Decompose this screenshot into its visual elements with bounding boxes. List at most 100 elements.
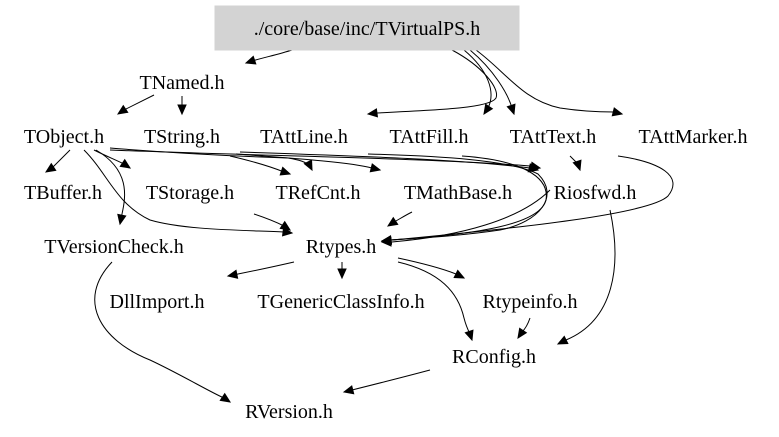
edge-tstorage-to-rtypes xyxy=(253,213,285,227)
edge-root-to-tattfill xyxy=(463,49,492,109)
edge-tail-root-to-tattfill xyxy=(487,106,490,109)
edge-tail-rtypes-to-rconfig xyxy=(468,331,471,335)
node-tatttext[interactable]: TAttText.h xyxy=(510,126,596,148)
node-label-tobject: TObject.h xyxy=(24,126,104,148)
edge-tobject-to-tbuffer xyxy=(51,149,71,169)
node-trefcnt[interactable]: TRefCnt.h xyxy=(276,182,361,204)
node-rversion[interactable]: RVersion.h xyxy=(245,401,333,423)
arrowhead-root-to-tattfill xyxy=(483,103,494,116)
node-rconfig[interactable]: RConfig.h xyxy=(452,346,536,368)
node-label-tgenericclassinfo: TGenericClassInfo.h xyxy=(257,291,424,313)
arrowhead-riosfwd-to-rconfig xyxy=(556,335,569,345)
node-tnamed[interactable]: TNamed.h xyxy=(140,72,225,94)
edge-riosfwd-to-rtypes xyxy=(391,189,551,243)
node-label-rtypeinfo: Rtypeinfo.h xyxy=(483,291,578,313)
edge-rtypes-to-rtypeinfo xyxy=(397,257,457,275)
edge-tail-tversioncheck-to-rversion xyxy=(222,396,225,399)
edge-rconfig-to-rversion xyxy=(351,369,431,391)
edge-tattmarker-to-rtypes xyxy=(391,155,674,241)
arrowhead-rtypes-to-rtypeinfo xyxy=(453,269,466,279)
node-tattmarker[interactable]: TAttMarker.h xyxy=(639,126,748,148)
node-root[interactable]: ./core/base/inc/TVirtualPS.h xyxy=(214,5,520,51)
node-label-tversioncheck: TVersionCheck.h xyxy=(44,236,183,258)
node-label-dllimport: DllImport.h xyxy=(110,291,205,313)
edge-tail-tmathbase-to-rtypes xyxy=(393,220,396,223)
graph-edges xyxy=(44,49,674,403)
edge-tstring-to-tmathbase xyxy=(235,153,373,169)
edge-tobject-to-tattline xyxy=(109,147,311,167)
node-tgenericclassinfo[interactable]: TGenericClassInfo.h xyxy=(257,291,424,313)
graph-nodes: ./core/base/inc/TVirtualPS.h TNamed.h TO… xyxy=(24,5,748,423)
arrowhead-tnamed-to-tstring xyxy=(177,104,187,116)
edge-tail-tnamed-to-tobject xyxy=(123,108,126,111)
node-label-tbuffer: TBuffer.h xyxy=(24,182,102,204)
node-tstorage[interactable]: TStorage.h xyxy=(146,182,234,204)
edge-tversioncheck-to-rversion xyxy=(94,261,225,399)
edge-tobject-to-rtypes xyxy=(83,149,285,233)
edge-root-to-tatttext xyxy=(469,49,513,109)
node-label-tstorage: TStorage.h xyxy=(146,182,234,204)
edge-rtypeinfo-to-rconfig xyxy=(521,317,531,333)
node-label-riosfwd: Riosfwd.h xyxy=(554,182,637,204)
arrowhead-rtypeinfo-to-rconfig xyxy=(517,327,528,340)
arrowhead-tobject-to-tbuffer xyxy=(44,162,57,173)
node-tmathbase[interactable]: TMathBase.h xyxy=(404,182,512,204)
node-label-tmathbase: TMathBase.h xyxy=(404,182,512,204)
edge-tnamed-to-tobject xyxy=(123,94,155,111)
node-tobject[interactable]: TObject.h xyxy=(24,126,104,148)
node-label-tatttext: TAttText.h xyxy=(510,126,596,148)
arrowhead-tmathbase-to-rtypes xyxy=(386,216,399,227)
edge-tstring-to-trefcnt xyxy=(229,155,285,173)
edge-tmathbase-to-rtypes xyxy=(393,211,413,223)
edge-root-to-tnamed xyxy=(251,49,293,62)
node-dllimport[interactable]: DllImport.h xyxy=(110,291,205,313)
node-label-rtypes: Rtypes.h xyxy=(306,236,377,258)
arrowhead-tnamed-to-tobject xyxy=(116,104,129,115)
edge-tail-tobject-to-tstorage xyxy=(122,162,125,165)
edge-tail-tatttext-to-riosfwd xyxy=(576,161,579,165)
edge-tail-root-to-tatttext xyxy=(510,105,513,109)
arrowhead-tobject-to-tattline xyxy=(303,159,313,172)
node-tbuffer[interactable]: TBuffer.h xyxy=(24,182,102,204)
node-label-rversion: RVersion.h xyxy=(245,401,333,423)
edge-rtypes-to-rconfig xyxy=(397,261,471,335)
node-tversioncheck[interactable]: TVersionCheck.h xyxy=(44,236,183,258)
node-rtypes[interactable]: Rtypes.h xyxy=(306,236,377,258)
arrowhead-tobject-to-tstorage xyxy=(119,158,132,169)
node-label-root: ./core/base/inc/TVirtualPS.h xyxy=(254,18,481,40)
node-label-tstring: TString.h xyxy=(144,126,220,148)
arrowhead-tstring-to-riosfwd xyxy=(527,163,540,173)
arrowhead-root-to-tatttext xyxy=(506,103,516,116)
arrowhead-tversioncheck-to-rversion xyxy=(219,392,232,403)
node-label-tattmarker: TAttMarker.h xyxy=(639,126,748,148)
edge-rtypes-to-dllimport xyxy=(237,261,295,275)
arrowhead-rtypes-to-dllimport xyxy=(226,269,239,279)
arrowhead-rtypes-to-rconfig xyxy=(464,329,474,342)
node-label-tattfill: TAttFill.h xyxy=(390,126,469,148)
edge-tail-root-to-tnamed xyxy=(251,59,255,62)
arrowhead-rtypes-to-tgenericclassinfo xyxy=(337,268,347,280)
node-label-trefcnt: TRefCnt.h xyxy=(276,182,361,204)
node-tattfill[interactable]: TAttFill.h xyxy=(390,126,469,148)
edge-tobject-to-tversioncheck xyxy=(95,149,126,215)
arrowhead-tstorage-to-rtypes xyxy=(279,220,292,231)
node-tattline[interactable]: TAttLine.h xyxy=(260,126,348,148)
edge-tail-rtypeinfo-to-rconfig xyxy=(521,330,524,333)
arrowhead-tobject-to-tversioncheck xyxy=(117,213,127,226)
edge-tail-tstring-to-trefcnt xyxy=(281,170,285,173)
arrowhead-root-to-tattmarker xyxy=(611,107,624,117)
node-label-rconfig: RConfig.h xyxy=(452,346,536,368)
edge-tstring-to-riosfwd xyxy=(239,151,531,169)
edge-root-to-tattline xyxy=(375,49,498,114)
node-label-tnamed: TNamed.h xyxy=(140,72,225,94)
edge-tail-tobject-to-tattline xyxy=(307,161,311,167)
edge-riosfwd-to-rconfig xyxy=(565,209,616,341)
edge-root-to-tattmarker xyxy=(475,49,615,113)
root-node-highlight xyxy=(214,5,520,51)
node-label-tattline: TAttLine.h xyxy=(260,126,348,148)
node-riosfwd[interactable]: Riosfwd.h xyxy=(554,182,637,204)
edge-tail-tstorage-to-rtypes xyxy=(282,224,285,227)
node-tstring[interactable]: TString.h xyxy=(144,126,220,148)
node-rtypeinfo[interactable]: Rtypeinfo.h xyxy=(483,291,578,313)
